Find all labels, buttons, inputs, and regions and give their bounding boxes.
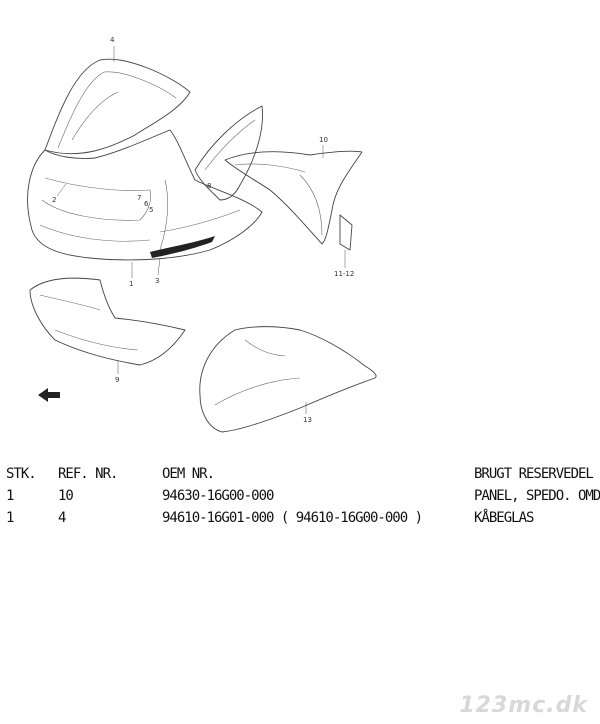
row-ref: 4 xyxy=(58,510,67,526)
row-oem: 94610-16G01-000 ( 94610-16G00-000 ) xyxy=(162,510,423,526)
callout-2: 2 xyxy=(52,196,56,204)
direction-arrow-icon xyxy=(38,388,60,402)
callout-13: 13 xyxy=(303,416,312,424)
callout-5: 5 xyxy=(149,206,153,214)
table-row: 1 10 94630-16G00-000 PANEL, SPEDO. OMD. xyxy=(0,488,600,510)
callout-3: 3 xyxy=(155,277,159,285)
callout-8: 8 xyxy=(207,182,211,190)
header-desc: BRUGT RESERVEDEL xyxy=(474,466,594,482)
callout-6: 6 xyxy=(144,200,149,208)
inner-panel-part xyxy=(194,105,263,201)
lower-cowl-part xyxy=(29,277,186,366)
table-row: 1 4 94610-16G01-000 ( 94610-16G00-000 ) … xyxy=(0,510,600,532)
callout-7: 7 xyxy=(137,194,141,202)
header-ref: REF. NR. xyxy=(58,466,118,482)
row-desc: PANEL, SPEDO. OMD. xyxy=(474,488,600,504)
row-desc: KÅBEGLAS xyxy=(474,510,534,526)
header-oem: OEM NR. xyxy=(162,466,215,482)
under-cowl-part xyxy=(199,326,377,433)
parts-table: STK. REF. NR. OEM NR. BRUGT RESERVEDEL 1… xyxy=(0,466,600,532)
callout-4: 4 xyxy=(110,36,115,44)
table-header-row: STK. REF. NR. OEM NR. BRUGT RESERVEDEL xyxy=(0,466,600,488)
callout-11-12: 11-12 xyxy=(334,270,354,278)
header-stk: STK. xyxy=(6,466,37,482)
row-ref: 10 xyxy=(58,488,74,504)
speedo-panel-part xyxy=(224,150,363,251)
callout-9: 9 xyxy=(115,376,119,384)
row-stk: 1 xyxy=(6,488,15,504)
watermark-logo: 123mc.dk xyxy=(459,693,588,718)
upper-cowl-part xyxy=(27,129,263,261)
parts-diagram: 4 10 2 7 6 5 8 1 3 11-12 9 13 xyxy=(27,36,377,433)
callout-1: 1 xyxy=(129,280,133,288)
windscreen-part xyxy=(44,58,191,155)
callout-10: 10 xyxy=(319,136,328,144)
row-oem: 94630-16G00-000 xyxy=(162,488,274,504)
row-stk: 1 xyxy=(6,510,15,526)
